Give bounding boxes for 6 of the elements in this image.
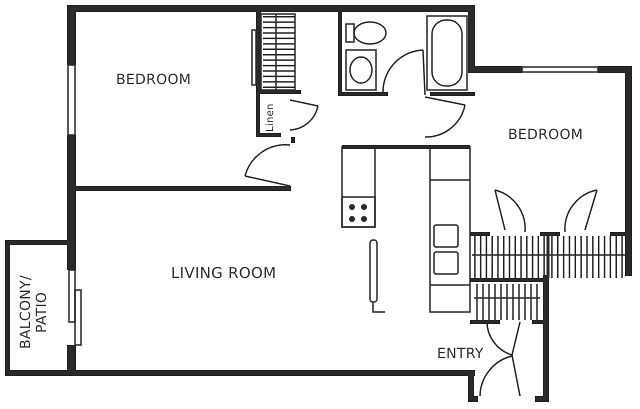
room-label: Linen — [265, 102, 276, 134]
room-label: BALCONY/ PATIO — [18, 274, 52, 351]
room-label: LIVING ROOM — [171, 265, 276, 282]
room-label: BEDROOM — [508, 127, 584, 144]
room-label: ENTRY — [437, 346, 484, 362]
room-label: BEDROOM — [116, 72, 192, 88]
